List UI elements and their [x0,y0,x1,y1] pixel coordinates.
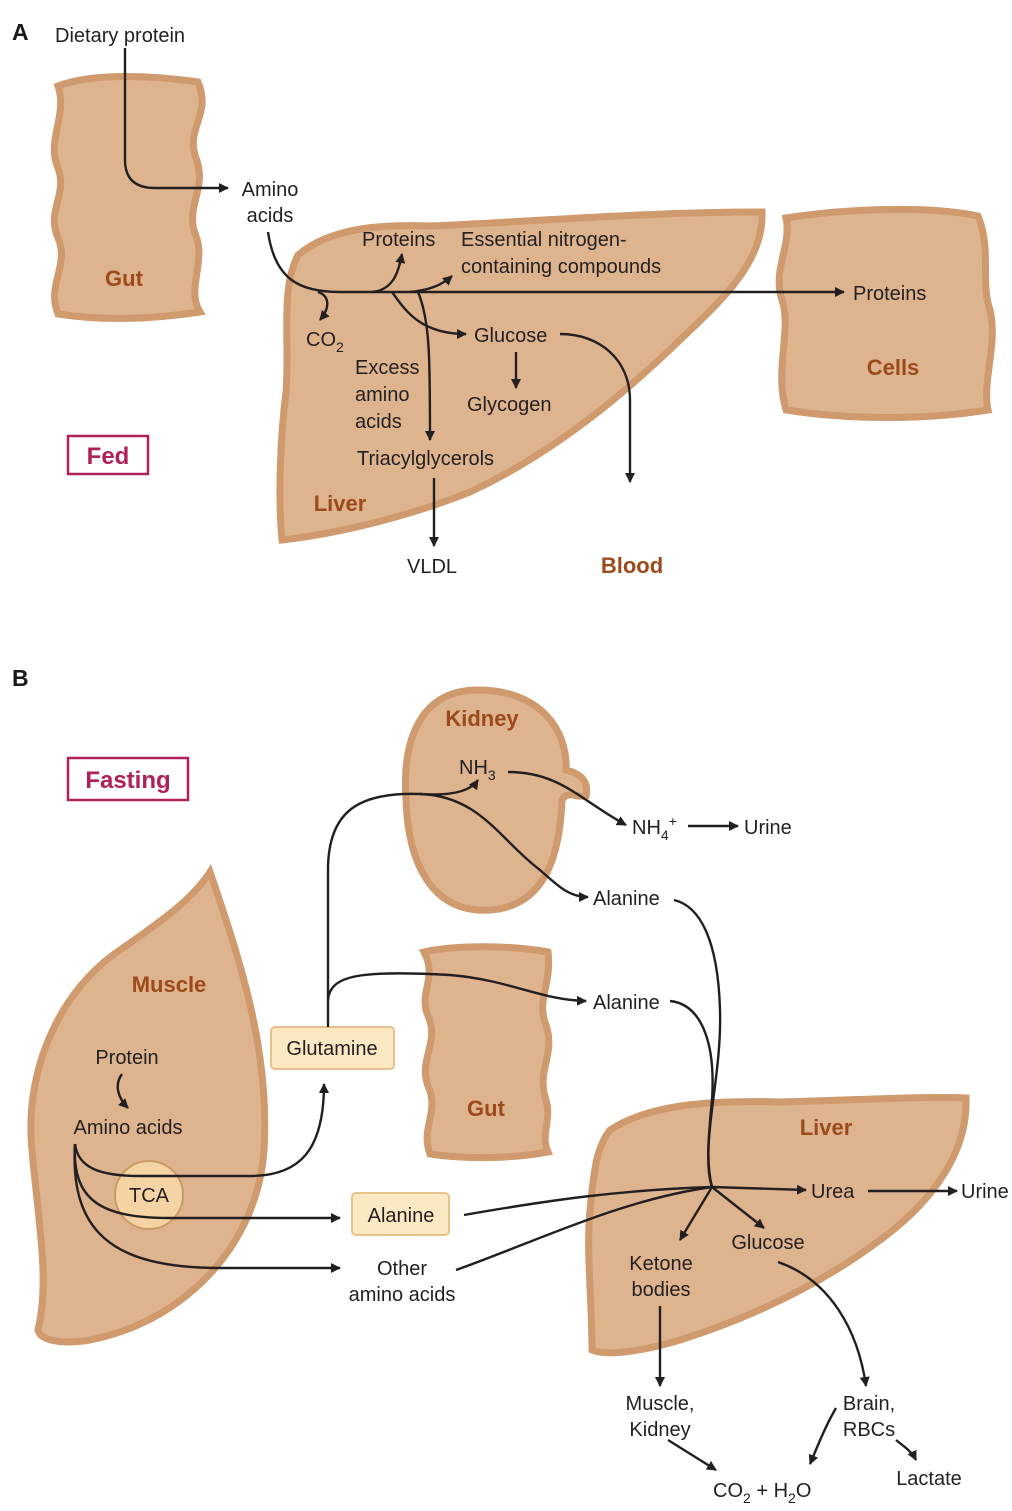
lactate-label: Lactate [896,1468,962,1490]
urea-label: Urea [811,1181,855,1203]
fasting-box [66,756,190,802]
liver-label-b: Liver [800,1115,853,1140]
panel-a: A Dietary protein Amino acids Gut Protei… [12,19,996,578]
alanine-kidney-label: Alanine [593,888,660,910]
glutamine-label: Glutamine [286,1038,377,1060]
panel-letter-b: B [12,665,29,691]
fed-label: Fed [87,443,130,470]
arrow-rbcs-to-lactate [895,1439,918,1461]
arrow-to-triacylglycerols [416,291,435,441]
arrow-to-essential [409,275,453,294]
other-line2: amino acids [349,1284,456,1306]
arrow-to-co2 [317,290,330,321]
arrow-alanine-box-to-liver [463,1185,713,1217]
alanine-gut-label: Alanine [593,992,660,1014]
excess-line2: amino [355,384,409,406]
vldl-label: VLDL [407,556,457,578]
nh3-label: NH3 [459,757,496,783]
protein-label-b: Protein [95,1047,158,1069]
muscle-kidney-line2: Kidney [629,1419,690,1441]
arrow-dietary-to-amino [123,48,229,193]
glutamine-box [270,1026,395,1070]
fed-box [66,434,150,476]
liver-shape-b [585,1093,970,1357]
fasting-label: Fasting [85,767,170,794]
excess-line3: acids [355,411,402,433]
ketone-line1: Ketone [629,1253,692,1275]
amino-acids-label-b: Amino acids [74,1117,183,1139]
dietary-protein-label: Dietary protein [55,25,185,47]
other-line1: Other [377,1258,427,1280]
alanine-box-label: Alanine [368,1205,435,1227]
arrow-amino-to-proteins-cells [266,231,845,297]
tca-label: TCA [129,1185,170,1207]
arrow-protein-to-amino [116,1073,129,1109]
urine-liver-label: Urine [961,1181,1009,1203]
proteins-cells-label: Proteins [853,283,926,305]
essential-line2: containing compounds [461,256,661,278]
arrow-glucose-to-blood [559,332,635,483]
arrow-other-to-liver [455,1185,713,1272]
brain-line1: Brain, [843,1393,895,1415]
arrow-to-urea [711,1184,807,1195]
arrow-glutamine-to-gut-alanine [326,972,587,1006]
liver-label-a: Liver [314,491,367,516]
gut-shape-a [50,73,206,322]
gut-shape-b [418,943,554,1162]
arrow-to-ketone [678,1186,714,1241]
cells-shape [775,205,996,421]
amino-label: Amino [242,179,299,201]
urine-kidney-label: Urine [744,817,792,839]
muscle-shape [27,864,269,1346]
excess-line1: Excess [355,357,419,379]
arrow-kidney-to-alanine [419,792,589,902]
acids-label: acids [247,205,294,227]
arrow-to-proteins-liver [371,253,406,294]
tca-circle [114,1160,184,1230]
arrow-amino-to-glutamine [73,1083,329,1178]
triacylglycerols-label: Triacylglycerols [357,448,494,470]
nh4-label: NH4+ [632,813,677,843]
arrow-to-glucose [391,291,467,339]
liver-shape-a [276,208,766,544]
glucose-label-a: Glucose [474,325,547,347]
muscle-label: Muscle [132,972,207,997]
arrow-muscle-kidney-to-co2 [667,1438,717,1472]
essential-line1: Essential nitrogen- [461,229,627,251]
ketone-line2: bodies [632,1279,691,1301]
arrow-glucose-to-brain [777,1260,870,1387]
panel-letter-a: A [12,19,29,45]
kidney-label: Kidney [445,706,519,731]
gut-label-a: Gut [105,266,144,291]
blood-label: Blood [601,553,663,578]
panel-b: B Kidney Fasting NH3 NH4+ Urine Alanine … [12,665,1009,1506]
muscle-kidney-line1: Muscle, [626,1393,695,1415]
gut-label-b: Gut [467,1096,506,1121]
cells-label: Cells [867,355,920,380]
proteins-liver-label: Proteins [362,229,435,251]
arrow-amino-to-other [73,1143,341,1273]
glucose-label-b: Glucose [731,1232,804,1254]
co2-label-a: CO2 [306,329,344,355]
arrow-gut-alanine-to-liver [669,999,714,1188]
kidney-shape [401,686,591,914]
arrow-glutamine-to-nh3 [326,779,479,1027]
arrow-nh3-to-nh4 [507,770,627,827]
arrow-to-glucose-b [711,1186,765,1229]
co2-h2o-label: CO2 + H2O [713,1480,811,1506]
glycogen-label: Glycogen [467,394,552,416]
arrow-brain-to-co2 [808,1407,838,1465]
alanine-box [351,1192,450,1236]
brain-line2: RBCs [843,1419,895,1441]
